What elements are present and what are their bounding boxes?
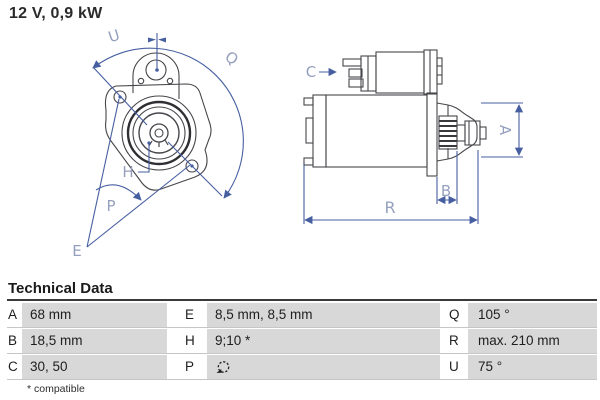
side-view [303,49,487,177]
drive-housing [436,102,478,162]
spec-value: 75 ° [478,359,503,374]
table-heading: Technical Data [8,280,113,297]
spec-key: R [449,333,459,348]
heading-rule [7,299,597,301]
dim-label-c: C [306,63,316,81]
spec-key: H [185,333,195,348]
flange-plate [426,92,438,177]
spec-key: B [8,333,18,348]
dim-label-r: R [384,198,395,217]
spec-key: P [185,359,195,374]
h-callout [138,144,150,173]
side-dimensions [303,67,524,225]
spec-key: Q [449,307,460,322]
dim-label-p: P [106,197,115,215]
spec-value: 8,5 mm, 8,5 mm [215,307,313,322]
table-row: C 30, 50 P U 75 ° [0,355,600,379]
spec-key: U [449,359,459,374]
spec-value: 68 mm [30,307,72,322]
spec-value: max. 210 mm [478,333,560,348]
dim-label-q: Q [221,47,241,68]
row-separator [7,353,597,354]
solenoid-body [375,51,425,94]
spec-value: 30, 50 [30,359,68,374]
spec-value: 9;10 * [215,333,251,348]
spec-value: 18,5 mm [30,333,83,348]
front-dimensions [86,33,244,248]
footnote: * compatible [27,383,85,395]
angle-arc-u-q [92,47,244,199]
solenoid-terminal [342,58,362,67]
row-separator [7,379,597,380]
table-row: B 18,5 mm H 9;10 * R max. 210 mm [0,329,600,353]
dim-label-u: U [106,26,122,47]
dim-label-a: A [496,125,514,136]
bracket-hole-small [137,77,145,85]
spec-key: C [8,359,18,374]
rotation-direction-icon [216,361,230,373]
angle-arc-p [95,184,142,201]
row-separator [7,327,597,328]
page-title: 12 V, 0,9 kW [9,5,103,22]
spec-key: E [185,307,195,322]
spec-value: 105 ° [478,307,510,322]
motor-body [325,94,428,168]
dim-label-e: E [72,242,81,260]
solenoid-terminal [348,78,364,88]
table-row: A 68 mm E 8,5 mm, 8,5 mm Q 105 ° [0,303,600,327]
dim-label-h: H [122,163,133,181]
spec-key: A [8,307,18,322]
solenoid-terminal [348,68,363,78]
dim-label-b: B [441,182,451,200]
bracket-hole-small [166,77,174,85]
